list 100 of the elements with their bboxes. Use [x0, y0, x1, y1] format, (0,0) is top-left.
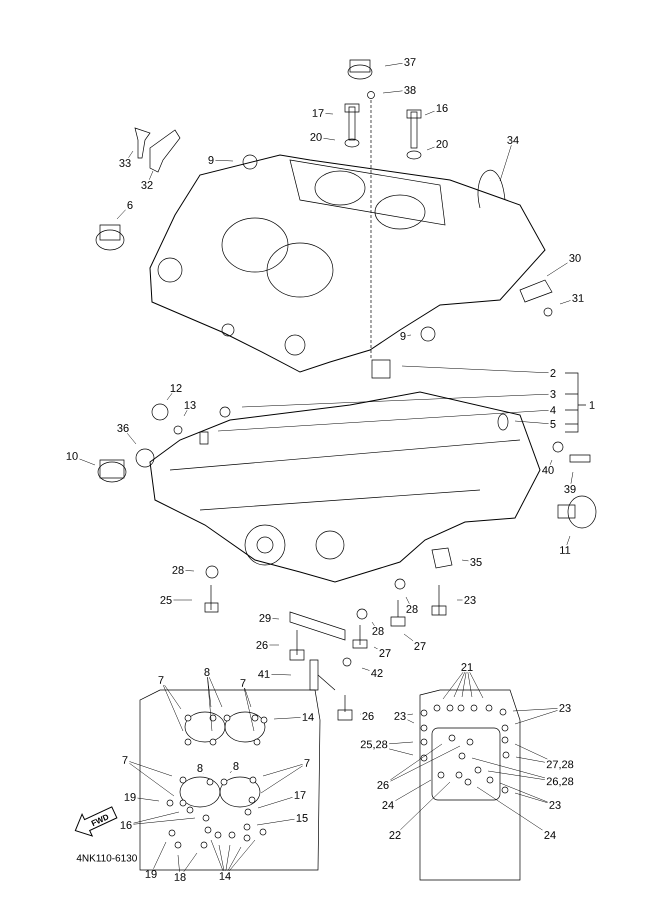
callout-number: 15	[296, 814, 308, 822]
leader-line	[133, 818, 196, 824]
leader-line	[472, 758, 546, 778]
leader-line	[269, 644, 280, 646]
leader-line	[512, 708, 558, 712]
leader-line	[244, 688, 252, 708]
leader-line	[215, 160, 234, 162]
callout-number: 19	[146, 870, 157, 878]
leader-line	[384, 62, 403, 66]
leader-line	[550, 460, 552, 465]
callout-number: 20	[436, 140, 448, 148]
leader-line	[560, 300, 571, 304]
leader-line	[274, 717, 301, 720]
callout-number: 33	[119, 159, 131, 167]
callout-number: 7	[240, 679, 246, 687]
callout-number: 4	[550, 406, 556, 414]
leader-line	[242, 394, 549, 408]
leader-line	[129, 763, 174, 796]
callout-number: 8	[204, 668, 210, 676]
leader-line	[500, 782, 548, 802]
callout-number: 38	[404, 86, 416, 94]
leader-line	[500, 145, 512, 182]
leader-line	[185, 570, 194, 572]
leader-line	[166, 392, 172, 400]
leader-line	[382, 90, 403, 94]
leader-line	[404, 634, 414, 642]
callout-number: 9	[208, 156, 214, 164]
leader-line	[468, 672, 472, 698]
leader-line	[566, 536, 570, 546]
leader-line	[258, 797, 293, 808]
callout-number: 31	[572, 294, 584, 302]
callout-number: 28	[372, 627, 384, 635]
leader-line	[149, 170, 154, 180]
leader-line	[184, 410, 188, 416]
leader-line	[514, 420, 549, 424]
leader-line	[488, 770, 546, 780]
callout-number: 25	[160, 596, 172, 604]
leader-line	[218, 844, 224, 872]
callout-number: 20	[310, 133, 322, 141]
leader-line	[372, 622, 375, 626]
callout-number: 2	[550, 369, 556, 377]
callout-number: 27	[414, 642, 426, 650]
callout-number: 11	[560, 546, 570, 554]
leader-line	[116, 210, 126, 220]
leader-line	[244, 688, 254, 732]
callout-number: 36	[117, 424, 129, 432]
callout-number: 41	[258, 670, 270, 678]
leader-line	[516, 756, 546, 762]
leader-line	[178, 854, 180, 872]
leader-line	[226, 844, 230, 872]
callout-number: 23	[394, 712, 406, 720]
callout-number: 28	[172, 566, 184, 574]
leader-line	[218, 410, 549, 432]
callout-number: 8	[197, 764, 203, 772]
leader-line	[272, 618, 280, 620]
leader-line	[407, 714, 414, 716]
leader-line	[209, 677, 222, 708]
leader-line	[128, 150, 134, 158]
callout-number: 23	[559, 704, 571, 712]
leader-line	[129, 761, 172, 776]
leader-line	[469, 672, 484, 698]
callout-number: 29	[259, 614, 271, 622]
callout-number: 27,28	[546, 760, 574, 770]
leader-line	[362, 668, 370, 671]
leader-line	[514, 744, 548, 760]
leader-line	[390, 746, 460, 782]
leader-line	[400, 782, 450, 830]
leader-line	[514, 710, 558, 724]
leader-line	[426, 146, 435, 150]
leader-line	[133, 812, 180, 824]
leader-line	[127, 433, 136, 444]
callout-number: 16	[436, 104, 448, 112]
callout-number: 34	[507, 136, 519, 144]
callout-number: 17	[294, 791, 306, 799]
callout-number: 26	[377, 781, 389, 789]
callout-number: 23	[549, 801, 561, 809]
callout-number: 26	[256, 641, 268, 649]
callout-number: 5	[550, 420, 556, 428]
callout-number: 24	[544, 831, 556, 839]
leader-line	[207, 677, 212, 708]
leader-line	[462, 560, 469, 562]
callout-number: 21	[461, 663, 473, 671]
leader-line	[395, 780, 432, 801]
leader-line	[406, 596, 410, 604]
callout-number: 25,28	[360, 740, 388, 750]
callout-number: 18	[174, 873, 186, 881]
callout-number: 35	[470, 558, 482, 566]
leader-line	[546, 262, 568, 276]
callout-number: 26	[362, 712, 374, 720]
callout-number: 42	[371, 669, 383, 677]
callout-number: 22	[389, 831, 401, 839]
callout-number: 6	[128, 201, 133, 209]
callout-number: 9	[400, 332, 406, 340]
leader-line	[390, 744, 442, 780]
callout-number: 24	[382, 801, 394, 809]
leader-line	[137, 798, 160, 802]
callout-number: 37	[404, 58, 416, 66]
callout-number: 23	[464, 596, 476, 604]
leader-line	[514, 792, 548, 804]
callout-number: 1	[590, 401, 595, 409]
